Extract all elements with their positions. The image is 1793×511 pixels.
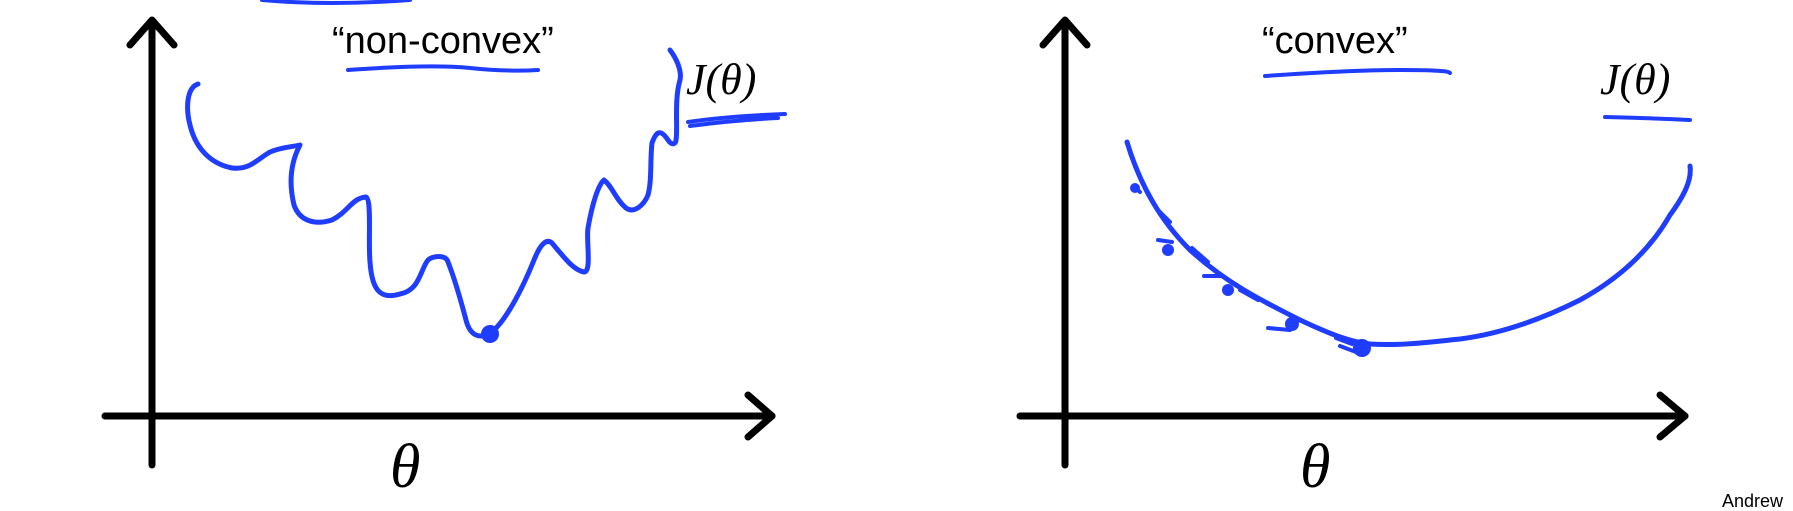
left-panel-axes [101,16,776,469]
step-dot [1130,183,1140,193]
left-function-label: J(θ) [686,55,757,104]
gradient-descent-steps [1131,184,1358,354]
nonconvex-curve [185,47,683,339]
step-mark [1156,210,1174,244]
left-top-pen-stroke [260,0,412,5]
convex-min-dot [1353,339,1371,357]
right-label-underline [1603,115,1692,122]
step-dot [1222,284,1234,296]
step-dot [1285,317,1299,331]
nonconvex-min-dot [481,325,499,343]
right-function-label: J(θ) [1600,55,1671,104]
left-panel-title: “non-convex” [332,20,554,62]
right-title-underline [1263,67,1452,78]
step-mark [1190,246,1224,278]
left-title-underline [346,64,540,73]
step-mark [1338,344,1358,354]
author-credit: Andrew [1722,491,1784,511]
left-x-arrowhead [744,391,776,441]
right-y-arrowhead [1039,16,1091,49]
left-x-axis-label: θ [390,433,421,501]
convex-curve [1124,139,1693,348]
right-panel-title: “convex” [1262,20,1408,62]
right-panel-axes [1016,16,1689,469]
right-x-axis-label: θ [1300,433,1331,501]
step-dot [1162,244,1174,256]
right-x-arrowhead [1656,391,1689,441]
step-mark [1238,288,1292,332]
left-y-arrowhead [126,16,178,49]
gradient-descent-dots [1130,183,1371,357]
step-mark [1316,326,1354,346]
left-label-underline [686,112,787,128]
